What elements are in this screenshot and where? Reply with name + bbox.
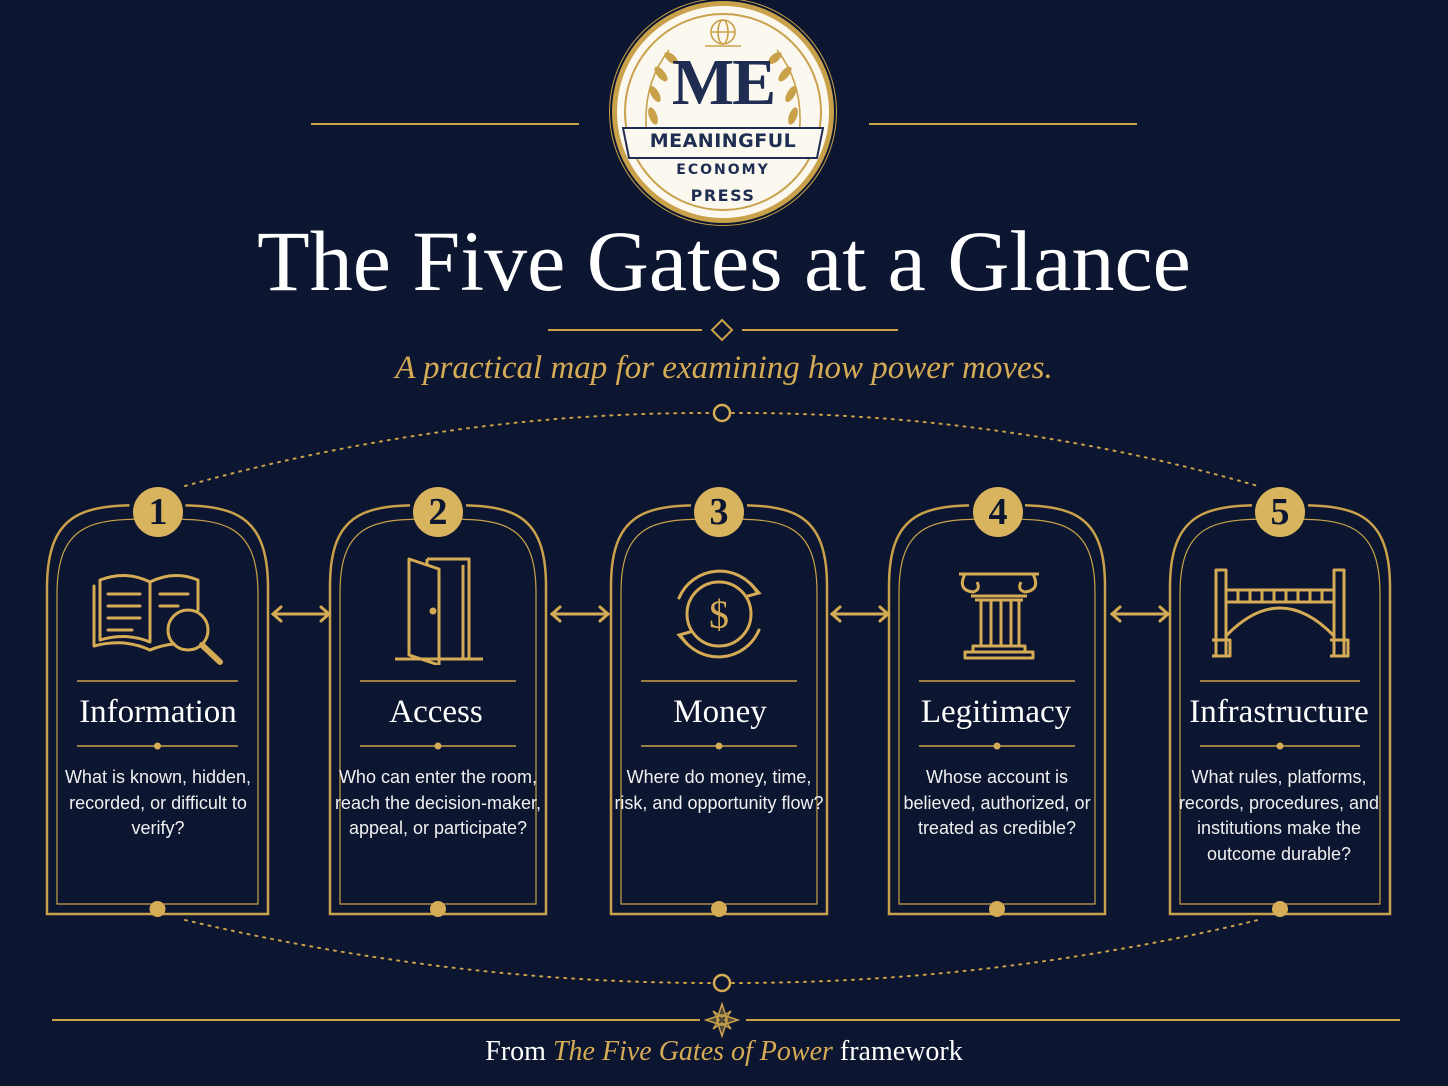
bridge-icon bbox=[1212, 568, 1350, 658]
compass-icon bbox=[703, 1001, 741, 1039]
loop-top-right bbox=[731, 411, 1259, 487]
gate-divider-dot bbox=[1276, 742, 1284, 750]
title-diamond bbox=[710, 318, 734, 342]
gate-base-dot bbox=[989, 901, 1005, 917]
footer-work-title: The Five Gates of Power bbox=[552, 1036, 833, 1067]
loop-bottom-right bbox=[731, 919, 1259, 984]
column-icon bbox=[959, 572, 1039, 660]
gate-divider-dot bbox=[715, 742, 723, 750]
gate-number-badge: 4 bbox=[973, 487, 1023, 537]
gate-description: What rules, platforms, records, procedur… bbox=[1178, 767, 1380, 864]
footer-credit: From The Five Gates of Power framework bbox=[0, 1036, 1448, 1068]
dollar-cycle-icon: $ bbox=[676, 569, 762, 659]
gate-base-dot bbox=[149, 901, 166, 917]
gate-number-badge: 5 bbox=[1255, 487, 1305, 537]
double-arrow-icon bbox=[549, 605, 611, 623]
gate-description: Where do money, time, risk, and opportun… bbox=[614, 767, 824, 813]
gate-description: Who can enter the room, reach the decisi… bbox=[334, 767, 542, 838]
loop-top-left bbox=[184, 411, 713, 487]
double-arrow-icon bbox=[1109, 605, 1171, 623]
gate-description: Whose account is believed, authorized, o… bbox=[903, 767, 1091, 838]
publisher-logo: ME MEANINGFUL ECONOMY PRESS bbox=[617, 6, 829, 218]
page-subtitle: A practical map for examining how power … bbox=[395, 350, 1053, 386]
laurel-globe-icon bbox=[621, 13, 825, 211]
gate-number-badge: 1 bbox=[133, 487, 183, 537]
gate-description: What is known, hidden, recorded, or diff… bbox=[64, 767, 252, 838]
gate-title: Legitimacy bbox=[920, 694, 1072, 730]
gate-divider-dot bbox=[434, 742, 442, 750]
gate-title: Infrastructure bbox=[1189, 694, 1369, 730]
gate-title: Access bbox=[389, 694, 483, 730]
footer-suffix: framework bbox=[839, 1036, 963, 1067]
page-title: The Five Gates at a Glance bbox=[257, 213, 1191, 309]
gate-title: Money bbox=[673, 694, 767, 730]
gate-base-dot bbox=[711, 901, 727, 917]
logo-line-1: MEANINGFUL bbox=[649, 130, 797, 152]
logo-line-3: PRESS bbox=[690, 186, 756, 205]
gate-base-dot bbox=[430, 901, 446, 917]
logo-line-2: ECONOMY bbox=[676, 162, 770, 178]
loop-bottom-left bbox=[184, 919, 713, 984]
gate-divider-dot bbox=[993, 742, 1001, 750]
double-arrow-icon bbox=[829, 605, 891, 623]
loop-node-bottom bbox=[712, 973, 732, 993]
gate-divider-dot bbox=[154, 742, 161, 750]
gate-title: Information bbox=[79, 694, 237, 730]
footer-prefix: From bbox=[485, 1036, 546, 1067]
open-door-icon bbox=[395, 557, 483, 665]
gate-base-dot bbox=[1272, 901, 1288, 917]
book-magnifier-icon bbox=[92, 574, 223, 665]
gate-number-badge: 3 bbox=[694, 487, 744, 537]
gate-number-badge: 2 bbox=[413, 487, 463, 537]
double-arrow-icon bbox=[270, 605, 332, 623]
loop-node-top bbox=[712, 403, 732, 423]
logo-monogram: ME bbox=[671, 46, 776, 119]
svg-text:$: $ bbox=[709, 592, 729, 637]
